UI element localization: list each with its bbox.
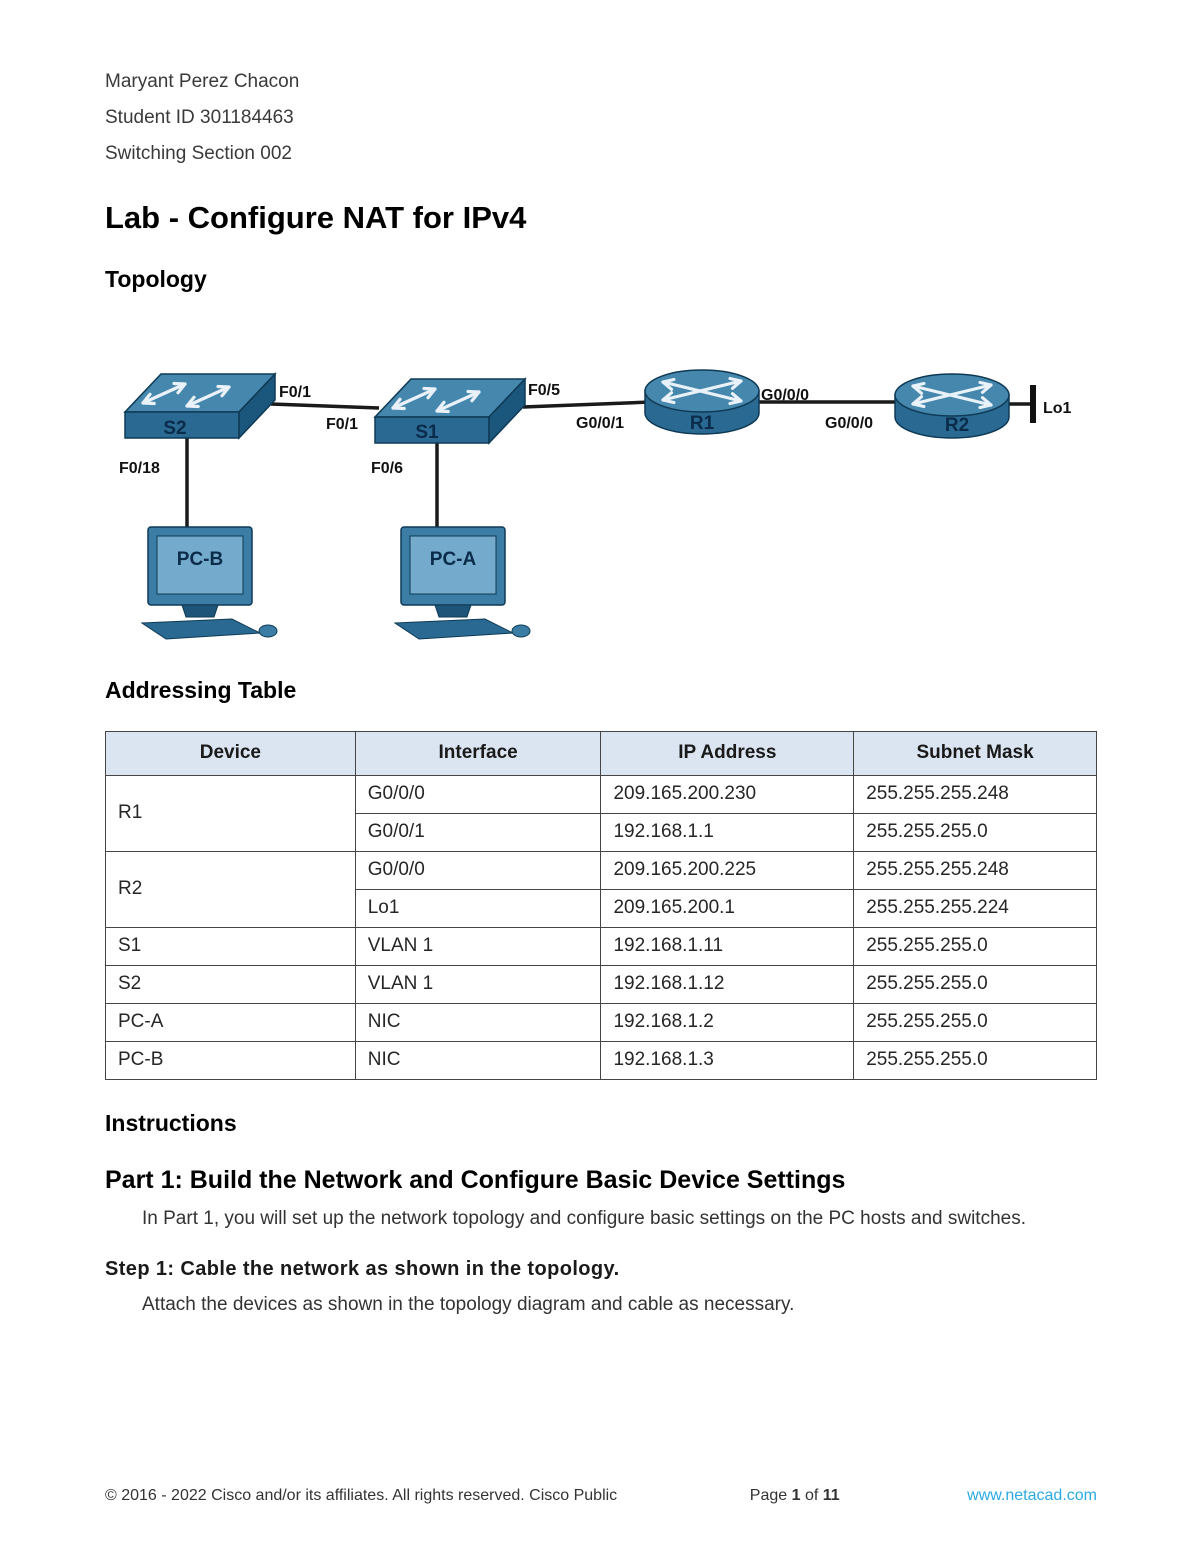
mask-cell: 255.255.255.0 xyxy=(853,1040,1097,1080)
page-title: Lab - Configure NAT for IPv4 xyxy=(105,200,527,235)
table-row: S2 VLAN 1 192.168.1.12 255.255.255.0 xyxy=(105,964,1097,1004)
part1-heading: Part 1: Build the Network and Configure … xyxy=(105,1166,846,1195)
ip-cell: 192.168.1.3 xyxy=(600,1040,855,1080)
page-indicator: Page 1 of 11 xyxy=(750,1487,889,1505)
course-section: Switching Section 002 xyxy=(105,143,292,164)
interface-label-s1-f0-5: F0/5 xyxy=(528,382,560,399)
interface-cell: G0/0/0 xyxy=(354,774,602,814)
column-header-device: Device xyxy=(105,730,356,776)
table-row: R1 G0/0/0 209.165.200.230 255.255.255.24… xyxy=(105,774,1097,852)
device-cell: R2 xyxy=(105,850,356,928)
copyright-text: © 2016 - 2022 Cisco and/or its affiliate… xyxy=(105,1487,618,1504)
mask-cell: 255.255.255.224 xyxy=(853,888,1097,928)
interface-label-r2-g0-0-0: G0/0/0 xyxy=(825,415,873,432)
switch-icon-s1 xyxy=(375,379,525,443)
interface-label-s2-f0-18: F0/18 xyxy=(119,460,160,477)
device-cell: PC-B xyxy=(105,1040,356,1080)
table-row: S1 VLAN 1 192.168.1.11 255.255.255.0 xyxy=(105,926,1097,966)
ip-cell: 192.168.1.2 xyxy=(600,1002,855,1042)
interface-cell: G0/0/0 xyxy=(354,850,602,890)
interface-label-s1-f0-6: F0/6 xyxy=(371,460,403,477)
device-cell: S2 xyxy=(105,964,356,1004)
page-total: 11 xyxy=(822,1487,840,1504)
column-header-interface: Interface xyxy=(354,730,602,776)
addressing-table: Device Interface IP Address Subnet Mask … xyxy=(105,730,1097,1080)
interface-label-r2-lo1: Lo1 xyxy=(1043,400,1072,417)
document-page: Maryant Perez Chacon Student ID 30118446… xyxy=(105,64,1097,1316)
device-cell: S1 xyxy=(105,926,356,966)
page-number: 1 xyxy=(791,1487,801,1504)
topology-diagram: S2 S1 R1 R2 PC-B PC-A F0/1 F0/1 F0/5 G0/… xyxy=(119,368,1072,640)
device-cell: PC-A xyxy=(105,1002,356,1042)
device-label-s1: S1 xyxy=(415,422,439,443)
ip-cell: 192.168.1.12 xyxy=(600,964,855,1004)
addressing-table-heading: Addressing Table xyxy=(105,677,297,704)
netacad-link[interactable]: www.netacad.com xyxy=(967,1487,1097,1504)
page-footer: © 2016 - 2022 Cisco and/or its affiliate… xyxy=(105,1487,1097,1505)
mask-cell: 255.255.255.248 xyxy=(853,850,1097,890)
mask-cell: 255.255.255.0 xyxy=(853,926,1097,966)
device-label-pc-b: PC-B xyxy=(177,549,223,570)
mask-cell: 255.255.255.0 xyxy=(853,1002,1097,1042)
device-label-r2: R2 xyxy=(945,415,969,436)
mask-cell: 255.255.255.0 xyxy=(853,964,1097,1004)
table-header-row: Device Interface IP Address Subnet Mask xyxy=(105,730,1097,776)
pc-icon-pc-b xyxy=(141,526,278,640)
student-header: Maryant Perez Chacon Student ID 30118446… xyxy=(105,64,1097,172)
mask-cell: 255.255.255.248 xyxy=(853,774,1097,814)
table-row: G0/0/1 192.168.1.1 255.255.255.0 xyxy=(106,812,1097,852)
of-label: of xyxy=(800,1487,823,1504)
device-label-s2: S2 xyxy=(163,418,186,439)
interface-cell: VLAN 1 xyxy=(354,926,602,966)
topology-heading: Topology xyxy=(105,265,207,292)
ip-cell: 192.168.1.1 xyxy=(600,812,855,852)
step1-heading: Step 1: Cable the network as shown in th… xyxy=(105,1258,620,1281)
interface-cell: Lo1 xyxy=(354,888,602,928)
step1-body-text: Attach the devices as shown in the topol… xyxy=(142,1294,795,1316)
page-label: Page xyxy=(749,1487,792,1504)
interface-label-r1-g0-0-0: G0/0/0 xyxy=(761,387,809,404)
cable-s1-r1 xyxy=(522,400,652,409)
column-header-subnet-mask: Subnet Mask xyxy=(853,730,1097,776)
column-header-ip-address: IP Address xyxy=(600,730,855,776)
pc-icon-pc-a xyxy=(394,526,531,640)
device-label-pc-a: PC-A xyxy=(430,549,477,570)
ip-cell: 209.165.200.225 xyxy=(600,850,855,890)
interface-cell: NIC xyxy=(354,1040,602,1080)
table-row: R2 G0/0/0 209.165.200.225 255.255.255.24… xyxy=(105,850,1097,928)
loopback-terminator xyxy=(1030,385,1036,424)
interface-label-s1-f0-1: F0/1 xyxy=(326,416,358,433)
ip-cell: 209.165.200.230 xyxy=(600,774,855,814)
switch-icon-s2 xyxy=(125,374,275,438)
device-label-r1: R1 xyxy=(690,413,715,434)
interface-label-r1-g0-0-1: G0/0/1 xyxy=(576,415,624,432)
ip-cell: 192.168.1.11 xyxy=(600,926,855,966)
interface-cell: VLAN 1 xyxy=(354,964,602,1004)
student-name: Maryant Perez Chacon xyxy=(105,71,300,92)
device-cell: R1 xyxy=(105,774,356,852)
student-id: Student ID 301184463 xyxy=(105,107,294,128)
instructions-heading: Instructions xyxy=(105,1109,237,1136)
table-row: PC-A NIC 192.168.1.2 255.255.255.0 xyxy=(105,1002,1097,1042)
part1-intro-text: In Part 1, you will set up the network t… xyxy=(142,1208,1026,1230)
interface-cell: G0/0/1 xyxy=(354,812,602,852)
table-row: PC-B NIC 192.168.1.3 255.255.255.0 xyxy=(105,1040,1097,1080)
cable-s2-s1 xyxy=(270,402,380,410)
ip-cell: 209.165.200.1 xyxy=(600,888,855,928)
interface-cell: NIC xyxy=(354,1002,602,1042)
mask-cell: 255.255.255.0 xyxy=(853,812,1097,852)
interface-label-s2-f0-1: F0/1 xyxy=(279,384,311,401)
